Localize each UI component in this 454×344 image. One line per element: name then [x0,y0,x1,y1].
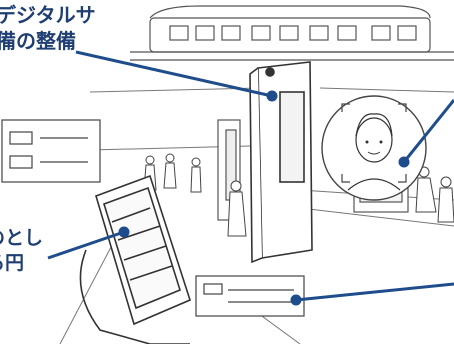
signage-caption: デジタルサ 備の整備 [0,2,96,54]
transport-info-card [2,120,100,182]
smartphone-caption-line2: る円 [0,251,43,276]
signage-caption-line1: デジタルサ [0,2,96,28]
smartphone [80,176,190,344]
smartphone-caption: のとし る円 。 [0,226,43,301]
signage-caption-line2: 備の整備 [0,28,96,54]
train-illustration [130,6,454,60]
face-recognition-bubble [322,96,426,200]
smartphone-caption-line1: のとし [0,226,43,251]
smartphone-caption-line3: 。 [0,276,43,301]
bottom-info-card [196,276,304,316]
